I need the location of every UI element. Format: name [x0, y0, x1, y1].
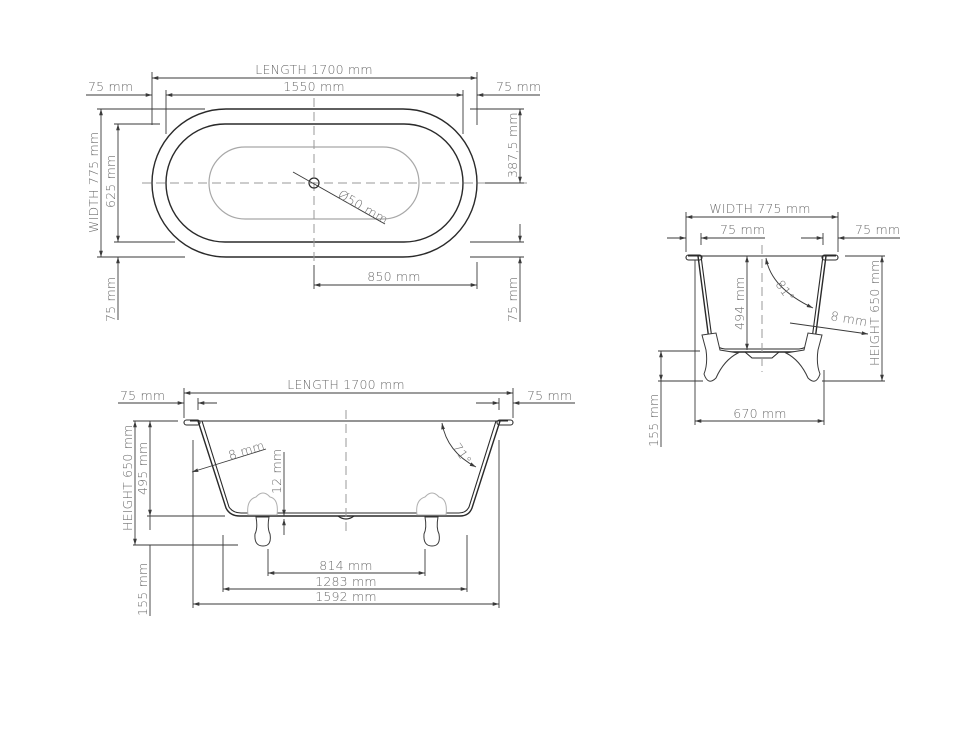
end-rim-right-label: 75 mm — [855, 222, 900, 237]
side-bottom-thickness-label: 12 mm — [269, 449, 284, 494]
drain-diameter-leader — [292, 171, 386, 225]
top-width-label: WIDTH 775 mm — [86, 132, 101, 233]
side-wall-angle-label: 71° — [450, 440, 475, 467]
side-wall-thickness-label: 8 mm — [226, 438, 266, 463]
drain-offset-label: 850 mm — [367, 269, 420, 284]
end-base-width-label: 670 mm — [733, 406, 786, 421]
top-view: Ø50 mm LENGTH 1700 mm 1550 mm 75 mm 75 m… — [86, 62, 541, 322]
end-claw-foot-left — [701, 332, 740, 382]
top-half-width-label: 387,5 mm — [505, 112, 520, 178]
foot-top-right — [416, 492, 447, 516]
tub-side-profile — [197, 420, 501, 517]
end-rim-lip-left — [685, 254, 703, 261]
top-rim-left-label: 75 mm — [88, 79, 133, 94]
base-length-label: 1283 mm — [315, 574, 377, 589]
top-rim-right-label: 75 mm — [496, 79, 541, 94]
top-inner-width-label: 625 mm — [103, 155, 118, 208]
drain-hole-icon — [308, 177, 320, 189]
side-view: LENGTH 1700 mm 75 mm 75 mm HEIGHT 650 mm… — [118, 377, 575, 616]
end-view: WIDTH 775 mm 75 mm 75 mm 494 mm 81° 8 mm… — [646, 201, 900, 447]
feet-spacing-label: 814 mm — [319, 558, 372, 573]
drain-diameter-label: Ø50 mm — [336, 187, 391, 228]
side-depth-label: 495 mm — [135, 442, 150, 495]
end-rim-lip-right — [821, 254, 839, 261]
end-depth-label: 494 mm — [732, 277, 747, 330]
claw-foot-right — [423, 516, 440, 547]
end-height-label: HEIGHT 650 mm — [867, 260, 882, 366]
end-claw-foot-right — [784, 332, 823, 382]
side-foot-height-label: 155 mm — [135, 563, 150, 616]
top-rim-bottom-right-label: 75 mm — [505, 277, 520, 322]
claw-foot-left — [254, 516, 271, 547]
side-height-label: HEIGHT 650 mm — [120, 425, 135, 531]
side-length-label: LENGTH 1700 mm — [287, 377, 404, 392]
rim-lip-right — [496, 419, 514, 426]
end-foot-height-label: 155 mm — [646, 394, 661, 447]
top-length-label: LENGTH 1700 mm — [255, 62, 372, 77]
overall-base-label: 1592 mm — [315, 589, 377, 604]
rim-lip-left — [183, 419, 201, 426]
foot-top-left — [247, 492, 278, 516]
side-rim-left-label: 75 mm — [120, 388, 165, 403]
side-rim-right-label: 75 mm — [527, 388, 572, 403]
end-width-label: WIDTH 775 mm — [709, 201, 810, 216]
top-inner-length-label: 1550 mm — [283, 79, 345, 94]
end-rim-left-label: 75 mm — [720, 222, 765, 237]
end-wall-thickness-label: 8 mm — [829, 308, 868, 329]
top-rim-bottom-left-label: 75 mm — [103, 277, 118, 322]
